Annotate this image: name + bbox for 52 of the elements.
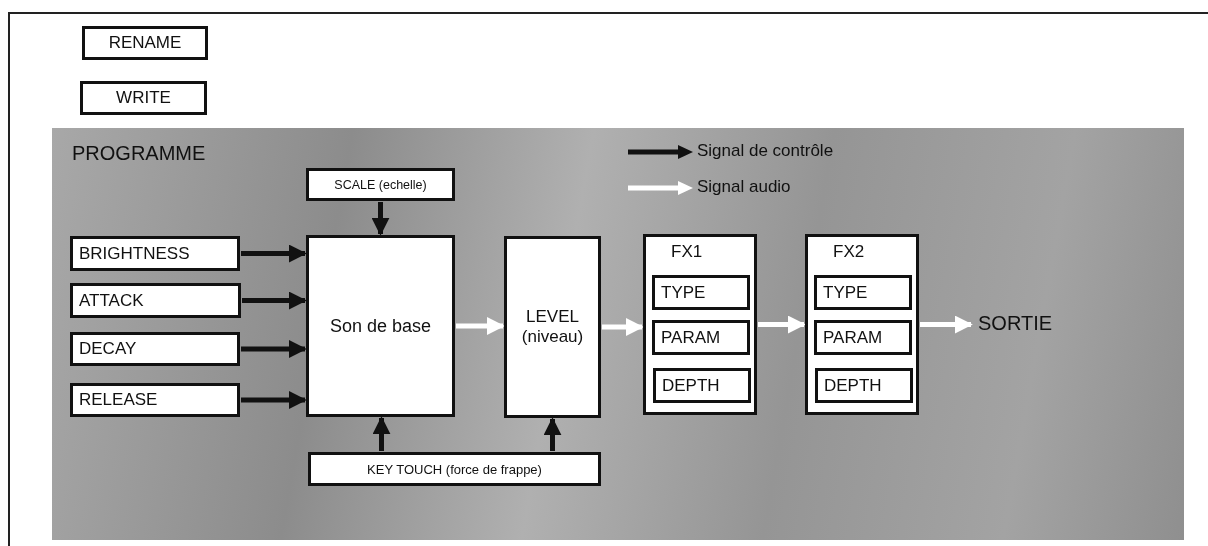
legend-label: Signal audio [697, 177, 791, 197]
node-label: SORTIE [978, 311, 1053, 335]
node-label: Son de base [328, 315, 433, 337]
node-label: PARAM [823, 327, 883, 348]
node-box [814, 275, 912, 310]
block-title: FX2 [833, 242, 865, 262]
node-label: LEVEL (niveau) [520, 307, 585, 347]
arrow [371, 202, 390, 236]
block-title: FX1 [671, 242, 703, 262]
node-label: KEY TOUCH (force de frappe) [366, 461, 543, 477]
node-box [70, 236, 240, 271]
arrow [241, 340, 307, 358]
node-box [70, 332, 240, 366]
node-box [643, 234, 757, 415]
arrow [242, 291, 307, 310]
node-label: DEPTH [662, 375, 720, 396]
node-box [70, 283, 241, 318]
arrow [543, 417, 562, 451]
node-box [814, 320, 912, 355]
node-box [504, 236, 601, 418]
node-label: BRIGHTNESS [79, 243, 190, 264]
node-label: DECAY [79, 339, 137, 359]
arrow [758, 315, 806, 334]
node-label: ATTACK [79, 290, 144, 311]
node-box [306, 168, 455, 201]
arrow [456, 317, 505, 335]
node-label: SCALE (echelle) [333, 177, 428, 192]
node-label: TYPE [661, 282, 706, 303]
node-box [70, 383, 240, 417]
node-box [308, 452, 601, 486]
node-label: WRITE [115, 88, 172, 108]
node-label: RELEASE [79, 390, 158, 410]
node-box [653, 368, 751, 403]
arrow [241, 244, 307, 263]
arrow [920, 315, 973, 334]
node-label: DEPTH [824, 375, 882, 396]
node-box [82, 26, 208, 60]
program-panel [52, 128, 1184, 540]
arrow [602, 318, 644, 336]
arrow [241, 391, 307, 409]
node-box [652, 320, 750, 355]
node-label: RENAME [107, 33, 183, 53]
node-label: PARAM [661, 327, 721, 348]
node-box [306, 235, 455, 417]
panel-title: PROGRAMME [72, 142, 206, 165]
node-box [80, 81, 207, 115]
node-box [805, 234, 919, 415]
node-box [652, 275, 750, 310]
legend-label: Signal de contrôle [697, 141, 834, 161]
node-box [815, 368, 913, 403]
node-label: TYPE [823, 282, 868, 303]
arrow [372, 416, 391, 451]
